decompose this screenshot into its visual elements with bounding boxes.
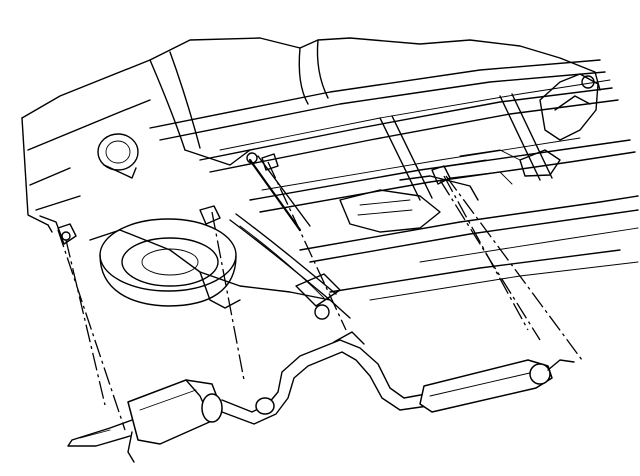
muffler <box>127 379 223 445</box>
vehicle-underbody <box>21 37 639 319</box>
resonator <box>419 359 575 413</box>
tailpipe <box>67 419 135 463</box>
rear-shock-absorber <box>246 152 311 232</box>
spare-tire <box>99 218 237 307</box>
fuel-filler-neck <box>97 133 139 179</box>
leaf-spring <box>229 213 341 320</box>
rear-hitch-bracket <box>39 215 63 239</box>
intermediate-pipe <box>221 331 429 425</box>
leader-lines <box>57 161 583 431</box>
exhaust-hanger <box>57 153 451 245</box>
exhaust-system <box>67 331 575 463</box>
